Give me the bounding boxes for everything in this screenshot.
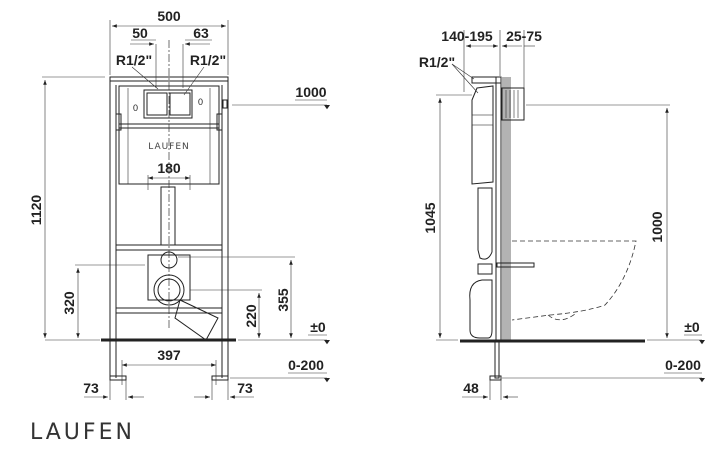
cistern-brand: LAUFEN bbox=[148, 142, 190, 152]
supply-connection bbox=[160, 251, 178, 269]
dim-foot-spacing: 397 bbox=[157, 347, 181, 363]
dim-width: 500 bbox=[157, 8, 181, 24]
svg-text:0: 0 bbox=[198, 97, 203, 107]
dim-supply-height: 355 bbox=[275, 288, 291, 312]
dim-foot-depth: 48 bbox=[463, 380, 479, 396]
flush-pipe bbox=[160, 186, 176, 246]
dim-outlet-height: 220 bbox=[243, 304, 259, 328]
label-connection-side: R1/2" bbox=[419, 54, 455, 70]
label-floor-level: ±0 bbox=[310, 319, 326, 335]
dim-depth: 140-195 bbox=[441, 28, 493, 44]
brand-logo: LAUFEN bbox=[30, 420, 135, 445]
toilet-bowl-outline bbox=[511, 240, 637, 321]
dim-left-offset: 50 bbox=[132, 25, 148, 41]
label-side-floor-level: ±0 bbox=[684, 319, 700, 335]
dim-right-offset: 63 bbox=[193, 25, 209, 41]
dim-drain-height: 320 bbox=[61, 291, 77, 315]
dim-foot-left: 73 bbox=[83, 380, 99, 396]
label-connection-right: R1/2" bbox=[190, 52, 226, 68]
wall bbox=[502, 77, 511, 340]
cistern-side bbox=[471, 85, 494, 185]
dim-button-height: 1000 bbox=[295, 84, 326, 100]
side-view: 140-195 25-75 R1/2" 1045 1000 ±0 0-200 4… bbox=[419, 28, 705, 400]
flush-plate bbox=[501, 87, 525, 121]
dim-foot-right: 73 bbox=[237, 380, 253, 396]
dim-wall-gap: 25-75 bbox=[506, 28, 542, 44]
label-connection-left: R1/2" bbox=[116, 52, 152, 68]
frame-side bbox=[495, 76, 502, 341]
drain-outlet bbox=[153, 274, 185, 306]
label-side-floor-adjust: 0-200 bbox=[665, 357, 701, 373]
front-view: 0 0 LAUFEN 500 50 6 bbox=[28, 8, 330, 400]
label-floor-adjust: 0-200 bbox=[288, 357, 324, 373]
dim-side-button-height: 1000 bbox=[649, 211, 665, 242]
flush-plate-frame bbox=[143, 89, 193, 119]
svg-text:0: 0 bbox=[133, 103, 138, 113]
dim-total-height: 1120 bbox=[28, 195, 44, 226]
drain-bend bbox=[469, 279, 493, 339]
dim-frame-height: 1045 bbox=[422, 202, 438, 233]
dim-drain-width: 180 bbox=[157, 160, 181, 176]
